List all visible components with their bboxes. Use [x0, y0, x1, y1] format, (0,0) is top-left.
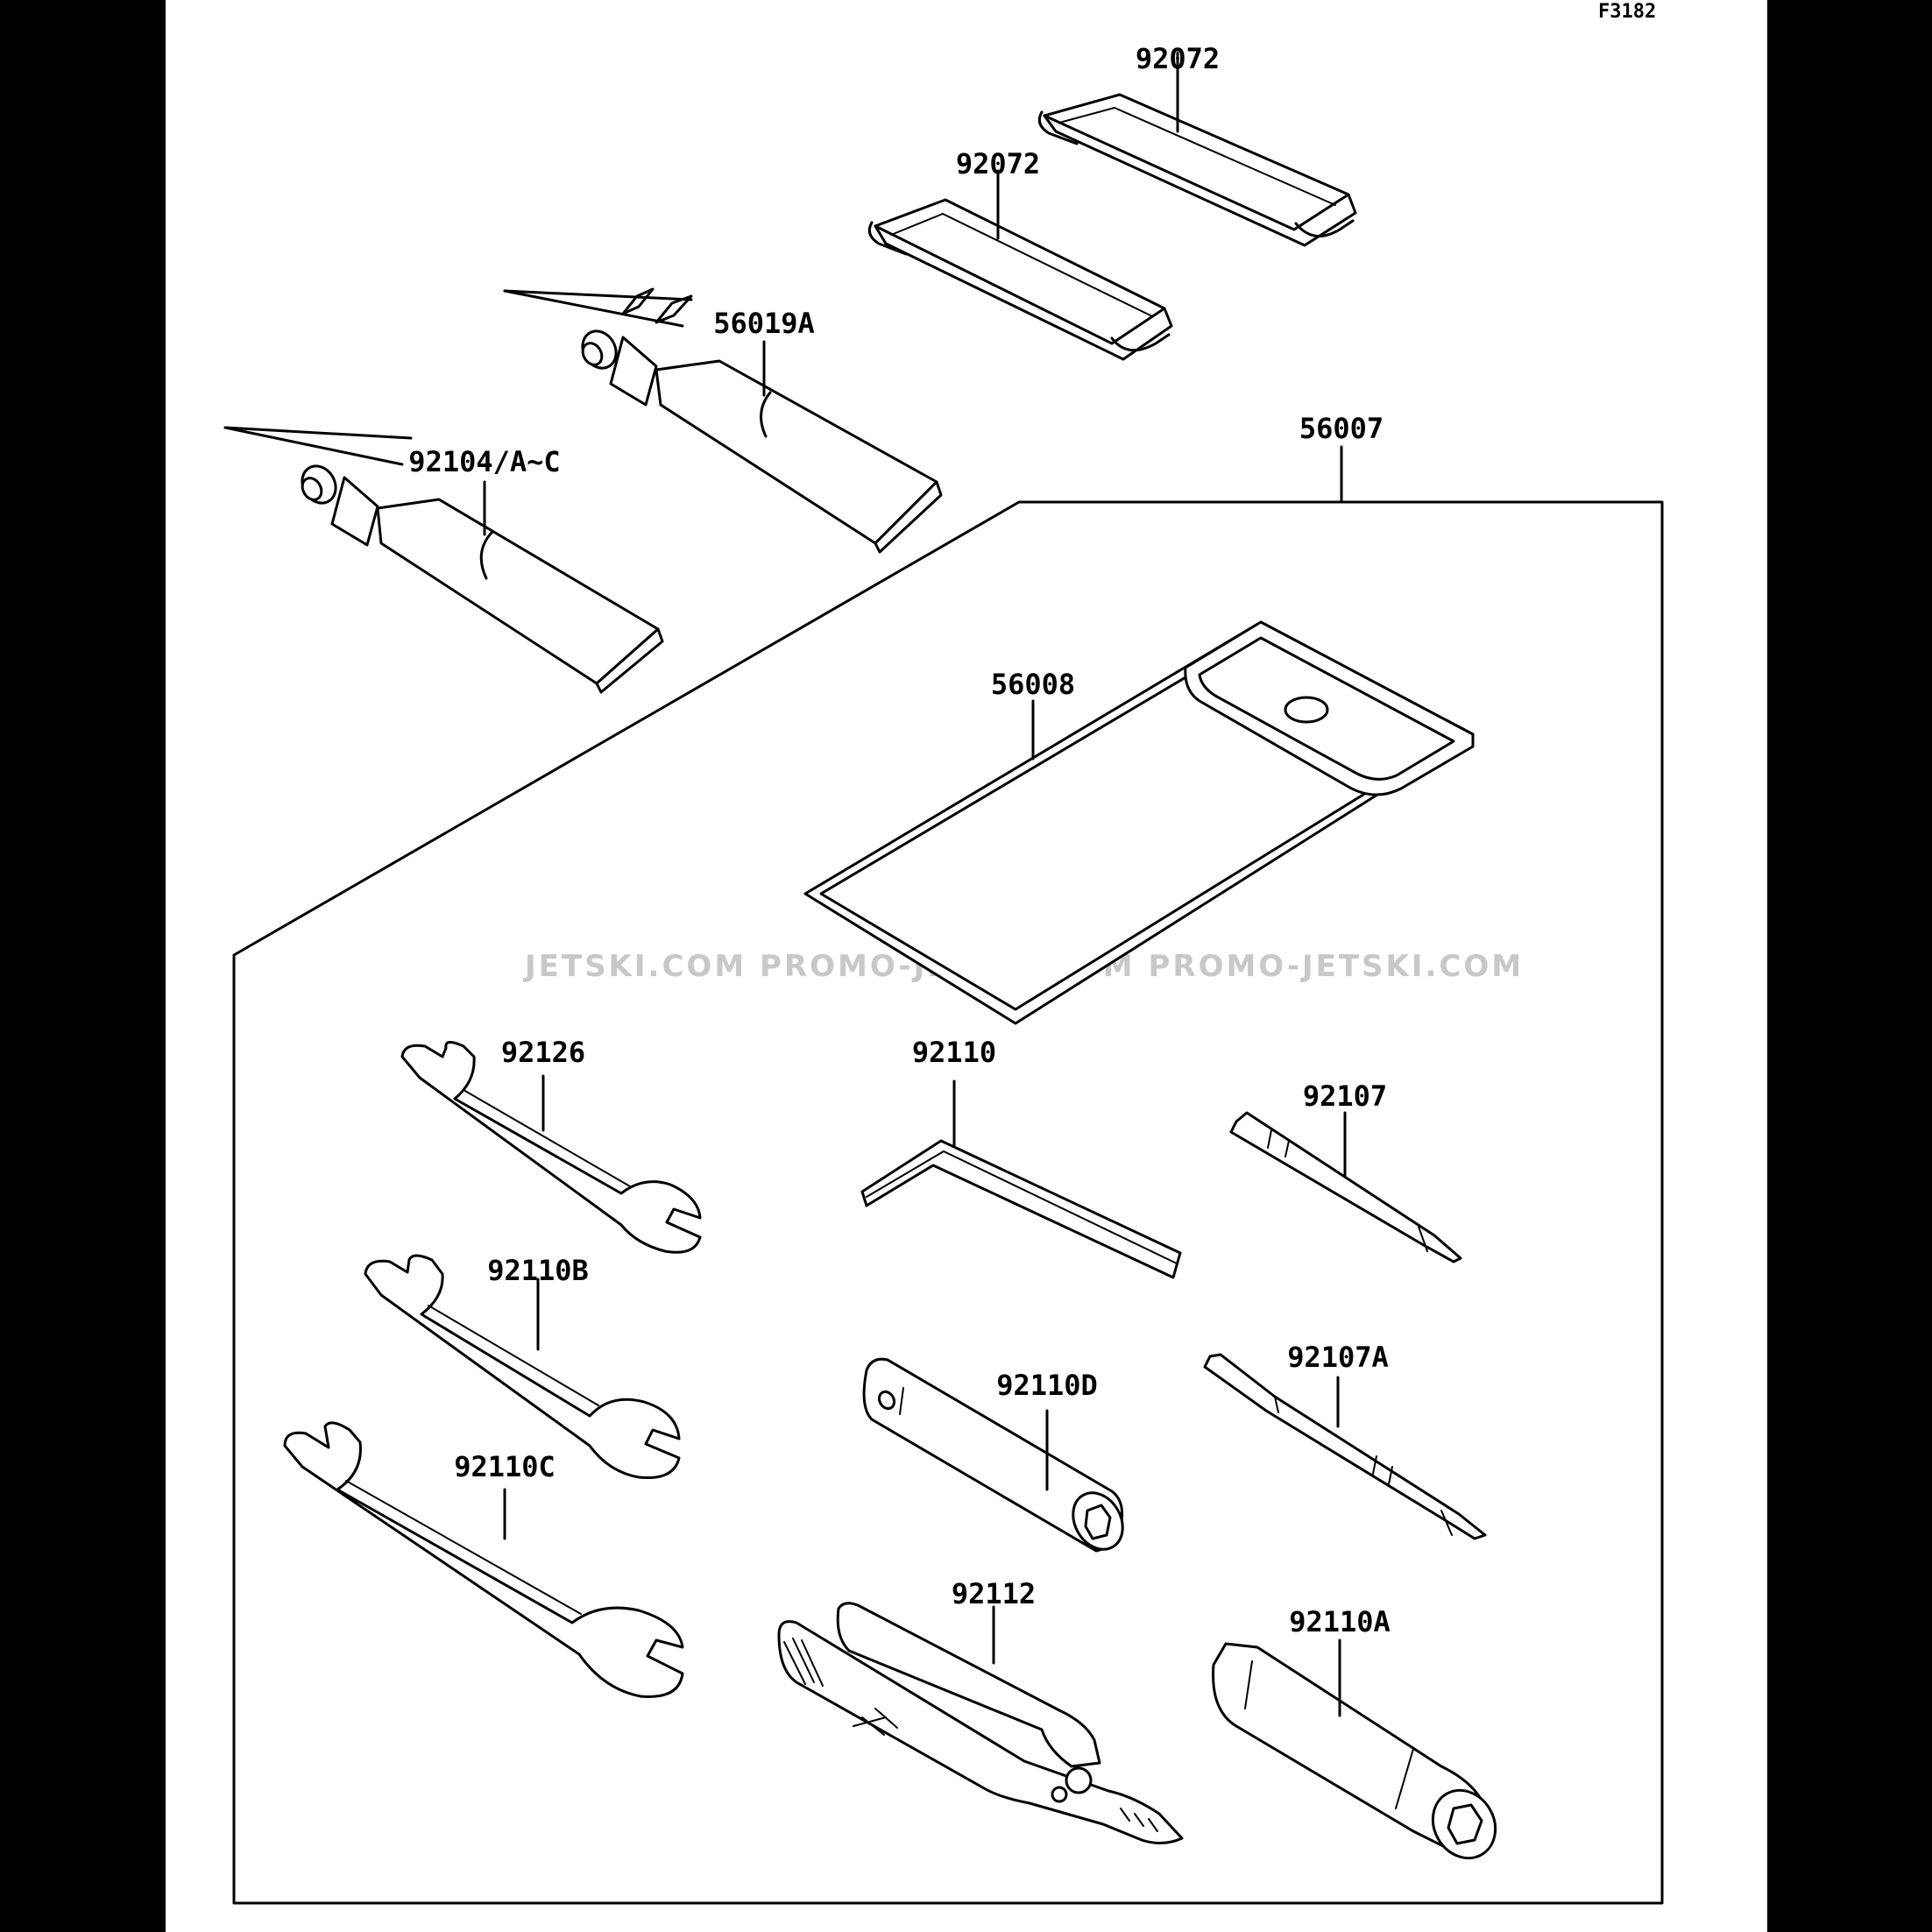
- parts-diagram-sheet: F3182 56007 JETSKI.COM PROMO-JETSKI.COM …: [166, 0, 1767, 1932]
- part-label-screwdriver-bit: 92107: [1303, 1079, 1387, 1113]
- part-label-pliers: 92112: [952, 1577, 1036, 1610]
- part-label-strap-upper: 92072: [1136, 42, 1220, 75]
- box-wrench-drawing: [862, 1357, 1124, 1553]
- part-label-open-wrench-medium: 92110B: [487, 1254, 589, 1287]
- strap-upper-drawing: [1037, 51, 1357, 247]
- part-label-open-wrench-large: 92110C: [454, 1450, 556, 1483]
- figure-code: F3182: [1598, 1, 1656, 23]
- grease-tube-upper-drawing: [503, 287, 943, 554]
- part-label-screwdriver-double: 92107A: [1287, 1341, 1389, 1374]
- part-label-hex-key: 92110: [912, 1036, 996, 1069]
- tool-bag-drawing: [803, 620, 1475, 1025]
- part-label-strap-lower: 92072: [956, 147, 1040, 180]
- open-wrench-small-drawing: [400, 1041, 702, 1254]
- kit-group-label: 56007: [1299, 412, 1384, 445]
- open-wrench-medium-drawing: [364, 1254, 681, 1480]
- part-label-grease-tube-lower: 92104/A~C: [408, 445, 560, 478]
- screwdriver-bit-drawing: [1229, 1111, 1462, 1263]
- part-label-open-wrench-small: 92126: [501, 1036, 585, 1069]
- part-label-spark-plug-wrench: 92110A: [1289, 1605, 1391, 1638]
- grease-tube-lower-drawing: [223, 426, 664, 694]
- part-label-tool-bag: 56008: [991, 668, 1075, 701]
- kit-group-outline: [232, 445, 1664, 1905]
- strap-lower-drawing: [867, 169, 1173, 361]
- screwdriver-double-drawing: [1203, 1353, 1487, 1540]
- pliers-drawing: [777, 1602, 1184, 1844]
- hex-key-drawing: [860, 1079, 1182, 1279]
- part-label-grease-tube-upper: 56019A: [713, 307, 815, 340]
- open-wrench-large-drawing: [283, 1421, 684, 1698]
- part-label-box-wrench: 92110D: [996, 1369, 1098, 1402]
- spark-plug-wrench-drawing: [1212, 1638, 1497, 1860]
